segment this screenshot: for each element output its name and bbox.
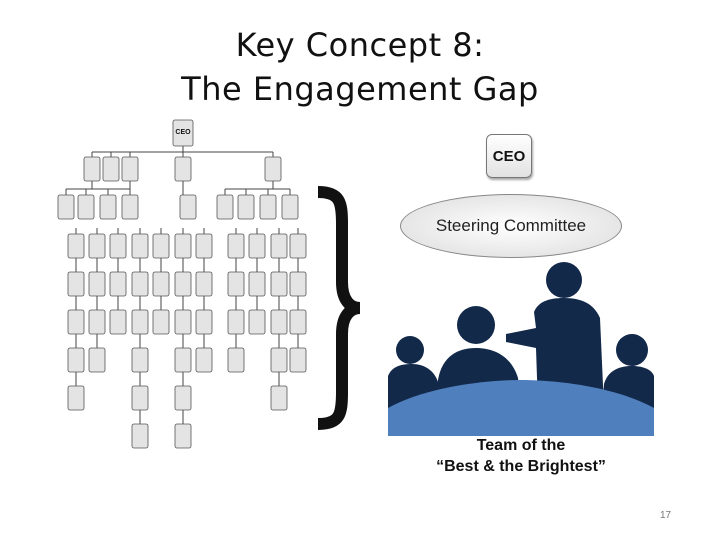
org-box-level2	[237, 194, 255, 220]
org-box-staff	[270, 271, 288, 297]
org-box-staff	[289, 347, 307, 373]
org-box-staff	[131, 233, 149, 259]
org-box-staff	[174, 233, 192, 259]
org-box-level2	[179, 194, 197, 220]
slide-title-line1: Key Concept 8:	[235, 26, 485, 64]
org-box-staff	[195, 233, 213, 259]
org-box-staff	[67, 385, 85, 411]
org-box-staff	[131, 309, 149, 335]
org-box-staff	[227, 309, 245, 335]
org-box-staff	[174, 423, 192, 449]
org-box-staff	[270, 233, 288, 259]
org-box-staff	[270, 347, 288, 373]
org-box-level2	[216, 194, 234, 220]
org-box-staff	[174, 271, 192, 297]
org-box-staff	[248, 271, 266, 297]
team-meeting-illustration	[388, 262, 654, 436]
org-box-staff	[131, 385, 149, 411]
org-box-staff	[131, 271, 149, 297]
org-box-staff	[195, 347, 213, 373]
org-box-staff	[289, 271, 307, 297]
org-box-staff	[152, 309, 170, 335]
org-box-level2	[77, 194, 95, 220]
org-box-staff	[109, 271, 127, 297]
org-box-level1	[174, 156, 192, 182]
org-box-level1	[264, 156, 282, 182]
org-box-staff	[227, 233, 245, 259]
org-box-staff	[270, 309, 288, 335]
org-box-level2	[121, 194, 139, 220]
org-box-staff	[109, 233, 127, 259]
org-box-staff	[109, 309, 127, 335]
org-box-level1	[83, 156, 101, 182]
ceo-box: CEO	[486, 134, 532, 178]
org-box-staff	[67, 271, 85, 297]
org-box-level2	[99, 194, 117, 220]
team-caption-line2: “Best & the Brightest”	[436, 458, 606, 475]
org-box-level2	[281, 194, 299, 220]
org-box-staff	[67, 347, 85, 373]
org-box-staff	[174, 347, 192, 373]
org-box-level1	[102, 156, 120, 182]
org-box-staff	[88, 309, 106, 335]
org-box-staff	[289, 309, 307, 335]
page-number: 17	[660, 510, 672, 521]
org-box-staff	[67, 309, 85, 335]
org-box-staff	[289, 233, 307, 259]
org-box-level2	[259, 194, 277, 220]
org-box-staff	[88, 233, 106, 259]
org-ceo-box	[172, 119, 194, 147]
org-box-staff	[88, 271, 106, 297]
org-box-staff	[152, 271, 170, 297]
org-box-staff	[174, 309, 192, 335]
org-box-staff	[248, 233, 266, 259]
slide-title-line2: The Engagement Gap	[181, 70, 539, 108]
org-box-staff	[131, 347, 149, 373]
org-box-staff	[248, 309, 266, 335]
team-caption-line1: Team of the	[476, 437, 566, 454]
org-box-staff	[227, 347, 245, 373]
org-box-staff	[227, 271, 245, 297]
org-box-staff	[270, 385, 288, 411]
org-box-staff	[195, 271, 213, 297]
org-box-level1	[121, 156, 139, 182]
org-chart-ceo-label: CEO	[175, 129, 191, 136]
steering-committee-ellipse: Steering Committee	[400, 194, 622, 258]
org-box-staff	[67, 233, 85, 259]
org-box-staff	[174, 385, 192, 411]
org-box-staff	[131, 423, 149, 449]
org-box-level2	[57, 194, 75, 220]
org-box-staff	[152, 233, 170, 259]
org-box-staff	[88, 347, 106, 373]
org-box-staff	[195, 309, 213, 335]
